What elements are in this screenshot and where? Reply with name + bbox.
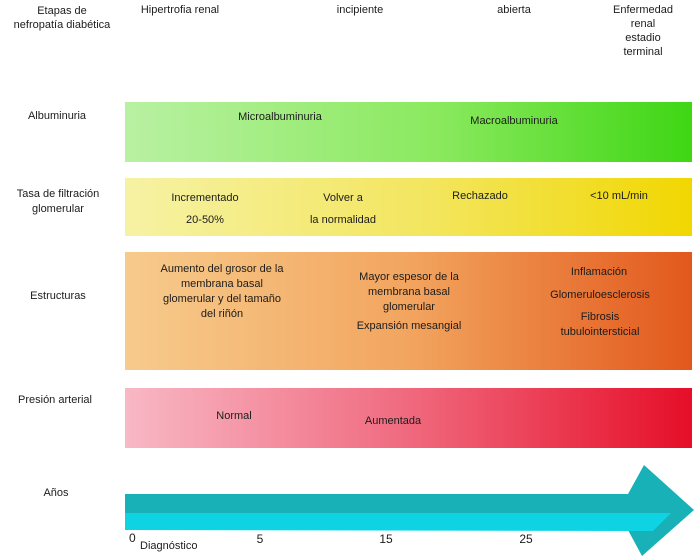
label-macroalbuminuria: Macroalbuminuria [470,115,558,127]
timeline-arrow-body [125,465,694,556]
axis-label-diagnostico: Diagnóstico [140,540,198,552]
label-incrementado: Incrementado 20-50% [171,192,239,226]
header-stage-abierta: abierta [497,4,531,16]
blood-pressure-gradient-bar [125,388,692,448]
row-label-estructuras: Estructuras [30,290,86,302]
header-stage-incipiente: incipiente [336,4,384,16]
axis-tick-15: 15 [379,532,393,546]
header-stage-hipertrofia-renal: Hipertrofia renal [140,4,220,16]
label-rechazado: Rechazado [452,190,508,202]
label-fibrosis-tubulointersticial: Fibrosis tubulointersticial [560,311,640,338]
axis-tick-5: 5 [256,532,264,546]
row-label-albuminuria: Albuminuria [27,110,87,122]
albuminuria-gradient-bar [125,102,692,162]
row-label-tasa-filtracion: Tasa de filtración glomerular [16,188,100,215]
label-volver-normalidad: Volver a la normalidad [309,192,377,226]
header-etapas: Etapas de nefropatía diabética [13,5,111,31]
label-menos-10ml: <10 mL/min [590,190,648,202]
row-label-anos: Años [43,487,69,499]
label-inflamacion: Inflamación [570,266,628,278]
axis-tick-25: 25 [519,532,533,546]
timeline-arrow-highlight [125,513,671,531]
label-aumentada: Aumentada [364,415,422,427]
row-label-presion-arterial: Presión arterial [18,394,92,406]
label-mayor-espesor: Mayor espesor de la membrana basal glome… [359,271,459,313]
label-normal: Normal [216,410,252,422]
filtration-rate-gradient-bar [125,178,692,236]
structures-gradient-bar [125,252,692,370]
label-glomeruloesclerosis: Glomeruloesclerosis [550,289,650,301]
header-stage-enfermedad-terminal: Enfermedad renal estadio terminal [613,4,673,58]
label-expansion-mesangial: Expansión mesangial [356,320,462,332]
label-aumento-grosor: Aumento del grosor de la membrana basal … [160,263,284,320]
axis-tick-0: 0 [129,531,136,545]
label-microalbuminuria: Microalbuminuria [238,111,322,123]
